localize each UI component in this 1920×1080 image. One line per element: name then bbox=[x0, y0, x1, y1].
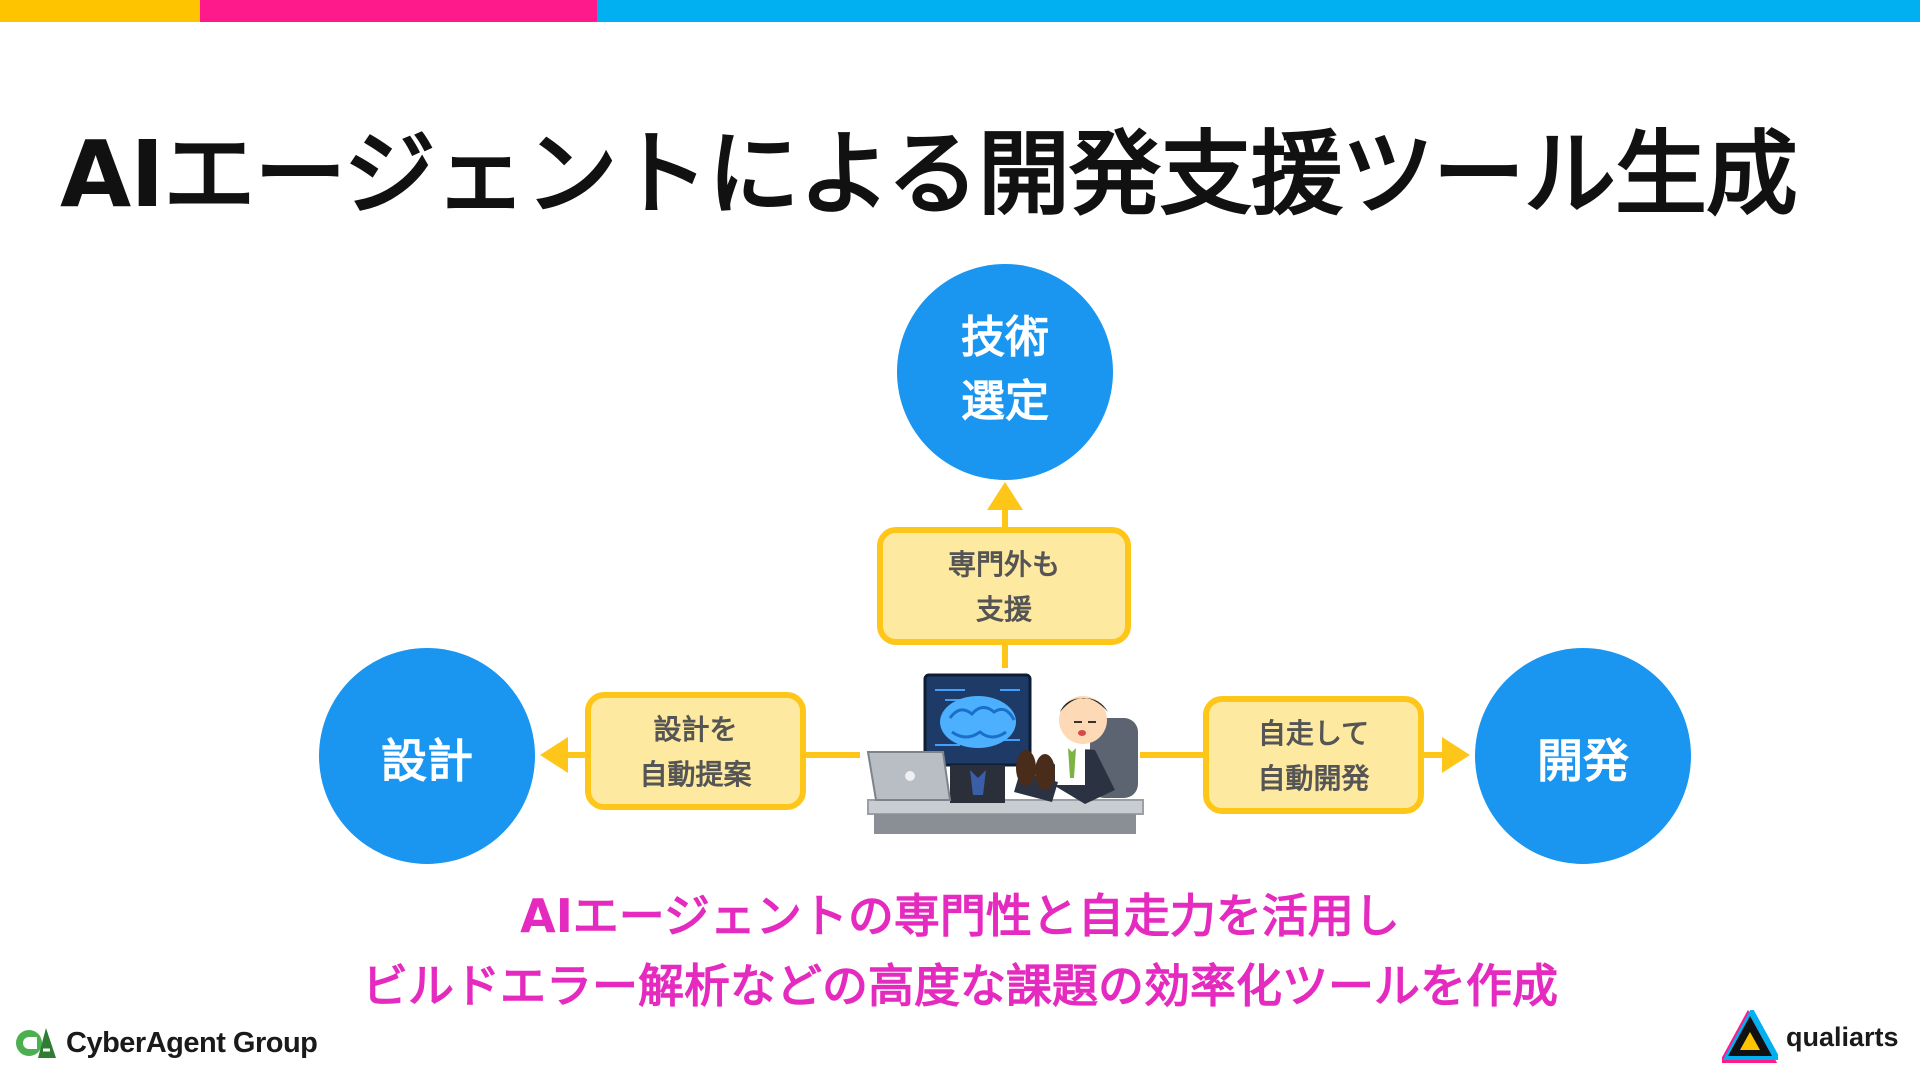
top-color-bar bbox=[0, 0, 1920, 22]
center-illustration bbox=[866, 673, 1144, 834]
qualiarts-brand-text: qualiarts bbox=[1786, 1021, 1899, 1052]
cyberagent-brand-text: CyberAgent Group bbox=[66, 1026, 318, 1059]
node-development: 開発 bbox=[1537, 734, 1629, 788]
arrow-up-icon bbox=[987, 482, 1023, 510]
node-design: 設計 bbox=[381, 734, 473, 788]
box-top-label: 専門外も 支援 bbox=[880, 543, 1128, 633]
qualiarts-logo-icon bbox=[1722, 1010, 1778, 1063]
node-right-circle bbox=[1475, 648, 1691, 864]
page-title: AIエージェントによる開発支援ツール生成 bbox=[60, 121, 1798, 228]
node-left-circle bbox=[319, 648, 535, 864]
relaxing-developer-icon bbox=[1014, 696, 1138, 804]
box-right-line2: 自動開発 bbox=[1257, 761, 1370, 795]
arrow-left-icon bbox=[540, 737, 568, 773]
node-top-line1: 技術 bbox=[961, 312, 1049, 363]
box-right-line1: 自走して bbox=[1257, 717, 1370, 750]
footer-qualiarts: qualiarts bbox=[1722, 1010, 1899, 1064]
cyberagent-logo-icon bbox=[16, 1028, 56, 1058]
node-top-line2: 選定 bbox=[961, 375, 1049, 427]
box-left bbox=[585, 692, 806, 810]
box-left-line2: 自動提案 bbox=[639, 757, 752, 791]
box-top-line2: 支援 bbox=[975, 592, 1032, 626]
footer-cyberagent: CyberAgent Group bbox=[16, 1026, 318, 1060]
summary-line-1: AIエージェントの専門性と自走力を活用し bbox=[520, 889, 1400, 943]
top-bar-pink bbox=[200, 0, 597, 22]
summary-line-2: ビルドエラー解析などの高度な課題の効率化ツールを作成 bbox=[362, 959, 1558, 1013]
top-bar-blue bbox=[597, 0, 1920, 22]
box-top bbox=[877, 527, 1131, 645]
box-left-line1: 設計を bbox=[653, 713, 738, 746]
node-technology-selection: 技術 選定 bbox=[905, 306, 1105, 434]
box-left-label: 設計を 自動提案 bbox=[588, 708, 803, 798]
box-right bbox=[1203, 696, 1424, 814]
arrow-right-icon bbox=[1442, 737, 1470, 773]
box-top-line1: 専門外も bbox=[947, 548, 1060, 581]
brain-monitor-icon bbox=[923, 673, 1032, 803]
laptop-icon bbox=[866, 751, 952, 801]
box-right-label: 自走して 自動開発 bbox=[1206, 712, 1421, 802]
node-top-circle bbox=[897, 264, 1113, 480]
top-bar-yellow bbox=[0, 0, 200, 22]
